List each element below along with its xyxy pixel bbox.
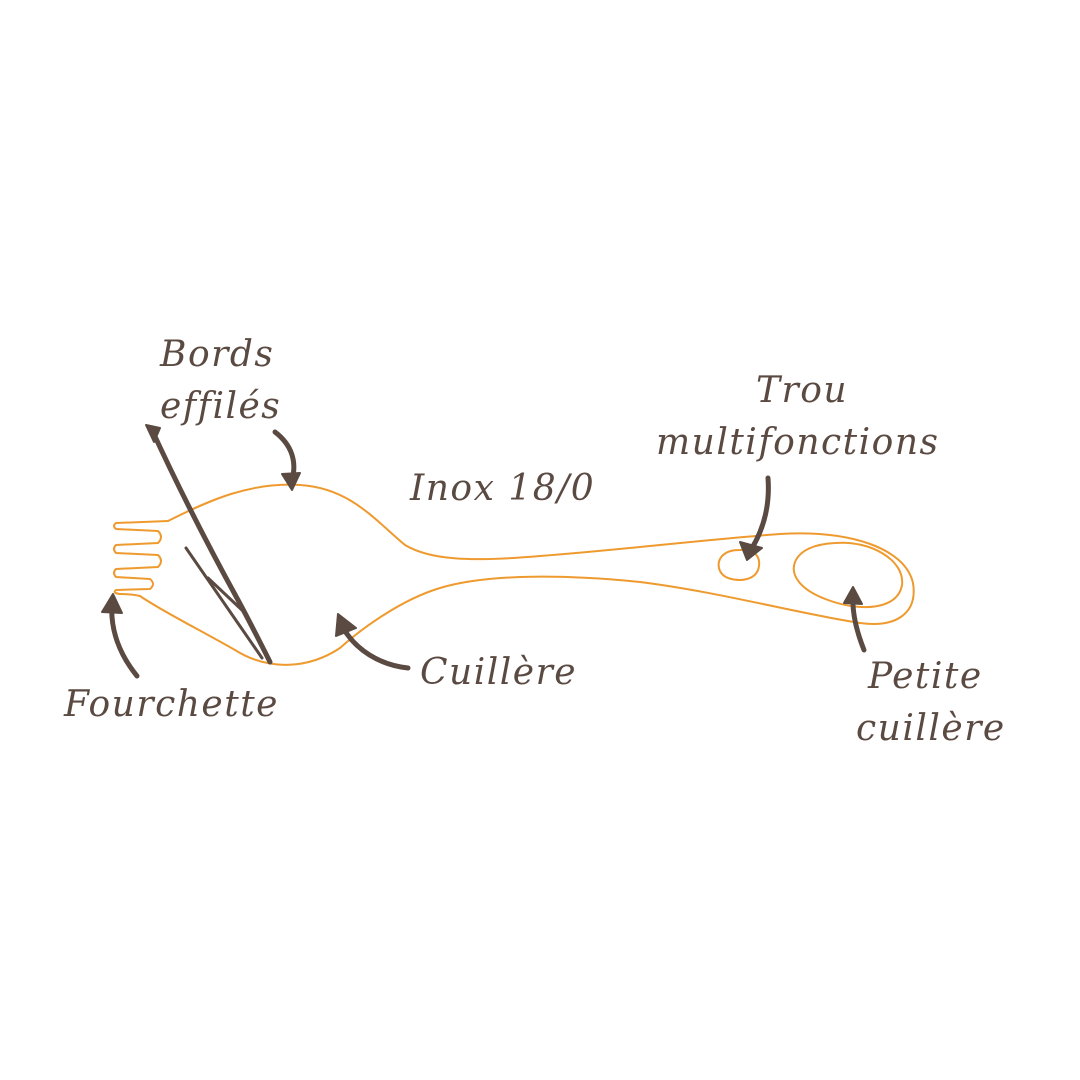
arrow-petite-cuillere bbox=[843, 586, 867, 653]
sharp-edge-stroke bbox=[149, 427, 273, 665]
arrow-trou bbox=[739, 475, 771, 561]
label-trou-line1: Trou bbox=[756, 370, 848, 411]
label-fourchette: Fourchette bbox=[63, 684, 279, 725]
multifunction-hole-outline bbox=[717, 548, 760, 581]
sharp-edge-stroke-3 bbox=[206, 576, 246, 614]
label-cuillere: Cuillère bbox=[420, 652, 577, 693]
arrow-cuillere bbox=[335, 613, 411, 671]
arrow-fourchette bbox=[101, 593, 140, 679]
arrow-bords bbox=[272, 429, 301, 491]
spork-body-outline bbox=[119, 483, 915, 666]
sharp-edge-stroke-2 bbox=[184, 546, 264, 660]
spork-outline bbox=[113, 483, 915, 666]
fork-tines-outline bbox=[113, 520, 169, 595]
label-petite-line2: cuillère bbox=[856, 708, 1006, 749]
label-inox: Inox 18/0 bbox=[409, 468, 595, 509]
sharp-edge-tip bbox=[145, 424, 161, 443]
label-trou-line2: multifonctions bbox=[656, 422, 939, 463]
small-spoon-bowl-outline bbox=[792, 541, 904, 609]
label-petite-line1: Petite bbox=[867, 656, 983, 697]
label-bords-line1: Bords bbox=[159, 334, 274, 375]
sharp-edge-mark bbox=[145, 424, 273, 665]
label-bords-line2: effilés bbox=[160, 386, 281, 427]
